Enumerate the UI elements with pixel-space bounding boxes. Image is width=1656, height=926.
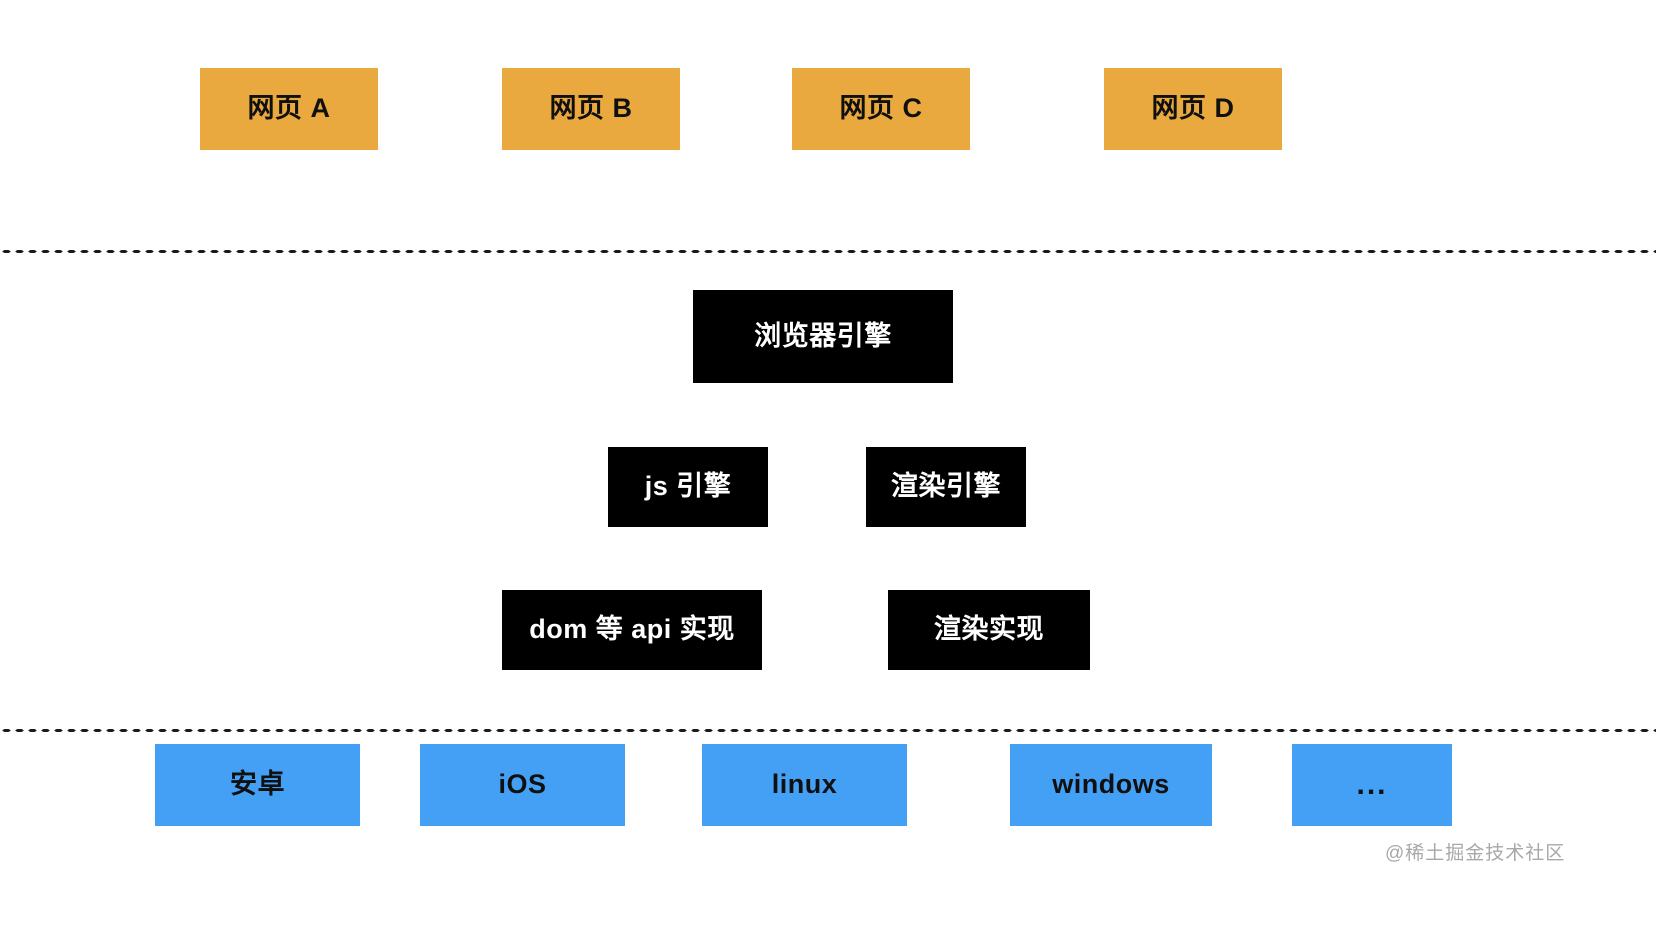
node-page-a: 网页 A [200, 68, 378, 150]
node-page-d: 网页 D [1104, 68, 1282, 150]
node-os-more-label: ... [1356, 768, 1388, 801]
node-page-d-label: 网页 D [1151, 93, 1235, 124]
node-page-c: 网页 C [792, 68, 970, 150]
node-os-android: 安卓 [155, 744, 360, 826]
divider-top-dotted-line [0, 249, 1656, 254]
node-browser-engine-label: 浏览器引擎 [754, 320, 892, 351]
node-os-ios: iOS [420, 744, 625, 826]
node-os-linux-label: linux [771, 769, 838, 800]
node-js-engine: js 引擎 [608, 447, 768, 527]
watermark: @稀土掘金技术社区 [1385, 843, 1566, 864]
node-page-c-label: 网页 C [839, 93, 923, 124]
node-page-b: 网页 B [502, 68, 680, 150]
node-render-engine-label: 渲染引擎 [891, 471, 1001, 502]
node-js-engine-label: js 引擎 [644, 471, 732, 502]
node-dom-api-implementation: dom 等 api 实现 [502, 590, 762, 670]
node-browser-engine: 浏览器引擎 [693, 290, 953, 383]
node-os-linux: linux [702, 744, 907, 826]
node-page-a-label: 网页 A [247, 93, 331, 124]
node-render-implementation: 渲染实现 [888, 590, 1090, 670]
node-os-ios-label: iOS [498, 769, 547, 800]
divider-bottom-dotted-line [0, 728, 1656, 733]
node-os-more: ... [1292, 744, 1452, 826]
node-render-engine: 渲染引擎 [866, 447, 1026, 527]
node-dom-api-implementation-label: dom 等 api 实现 [529, 614, 735, 645]
node-render-implementation-label: 渲染实现 [934, 614, 1044, 645]
node-os-android-label: 安卓 [230, 769, 285, 800]
node-os-windows-label: windows [1052, 769, 1170, 800]
node-os-windows: windows [1010, 744, 1212, 826]
node-page-b-label: 网页 B [549, 93, 633, 124]
